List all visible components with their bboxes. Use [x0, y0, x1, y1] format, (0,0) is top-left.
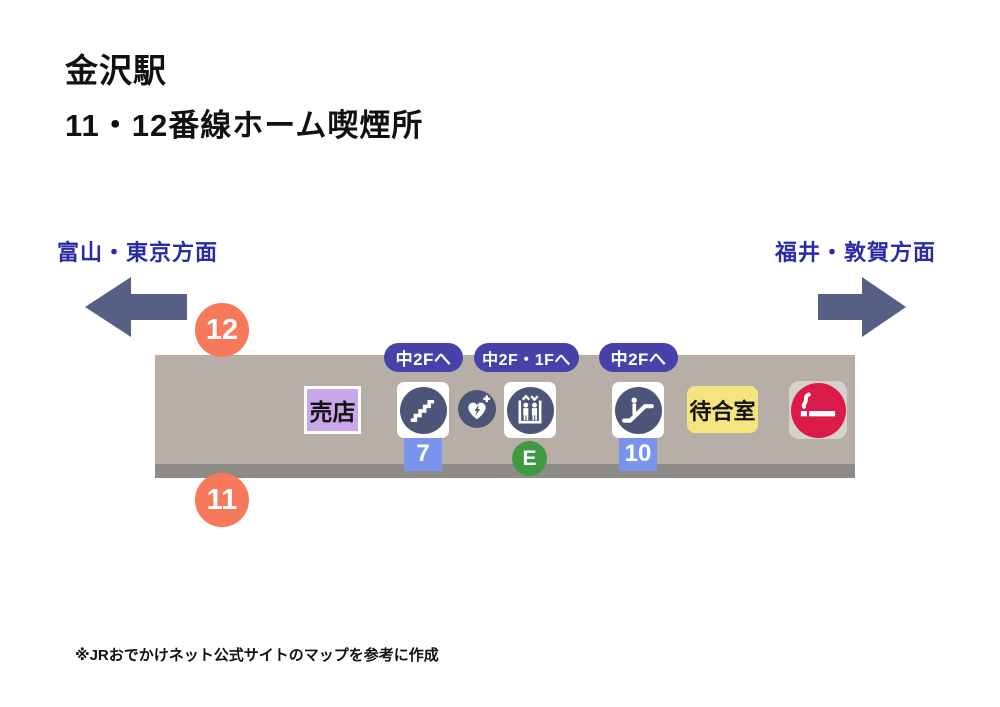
stairs-gate-number: 7 [404, 436, 442, 471]
track-number-badge-12: 12 [195, 303, 249, 357]
direction-label-toyama-tokyo: 富山・東京方面 [57, 240, 219, 265]
track-number-badge-11: 11 [195, 473, 249, 527]
platform-edge [155, 464, 855, 478]
arrow-right-icon [818, 276, 906, 343]
page-subtitle: 11・12番線ホーム喫煙所 [65, 108, 424, 143]
elevator-mark-badge: E [512, 441, 547, 476]
elevator-icon [506, 386, 554, 434]
arrow-left-icon [85, 276, 187, 343]
waiting-room-box: 待合室 [687, 386, 758, 433]
stairs-tile [397, 382, 449, 438]
smoking-area-tile [789, 381, 847, 439]
elevator-tile [504, 382, 556, 438]
page-title: 金沢駅 11・12番線ホーム喫煙所 [65, 44, 423, 145]
elevator-destination-pill: 中2F・1Fへ [474, 343, 579, 372]
escalator-gate-number: 10 [619, 436, 657, 471]
station-name: 金沢駅 [65, 52, 167, 89]
shop-box: 売店 [304, 386, 361, 434]
source-footnote: ※JRおでかけネット公式サイトのマップを参考に作成 [75, 647, 439, 664]
stairs-destination-pill: 中2Fへ [384, 343, 463, 372]
escalator-destination-pill: 中2Fへ [599, 343, 678, 372]
aed-icon [458, 390, 496, 428]
direction-label-fukui-tsuruga: 福井・敦賀方面 [774, 240, 936, 265]
stairs-icon [399, 386, 447, 434]
smoking-icon [790, 382, 846, 438]
escalator-tile [612, 382, 664, 438]
escalator-icon [614, 386, 662, 434]
